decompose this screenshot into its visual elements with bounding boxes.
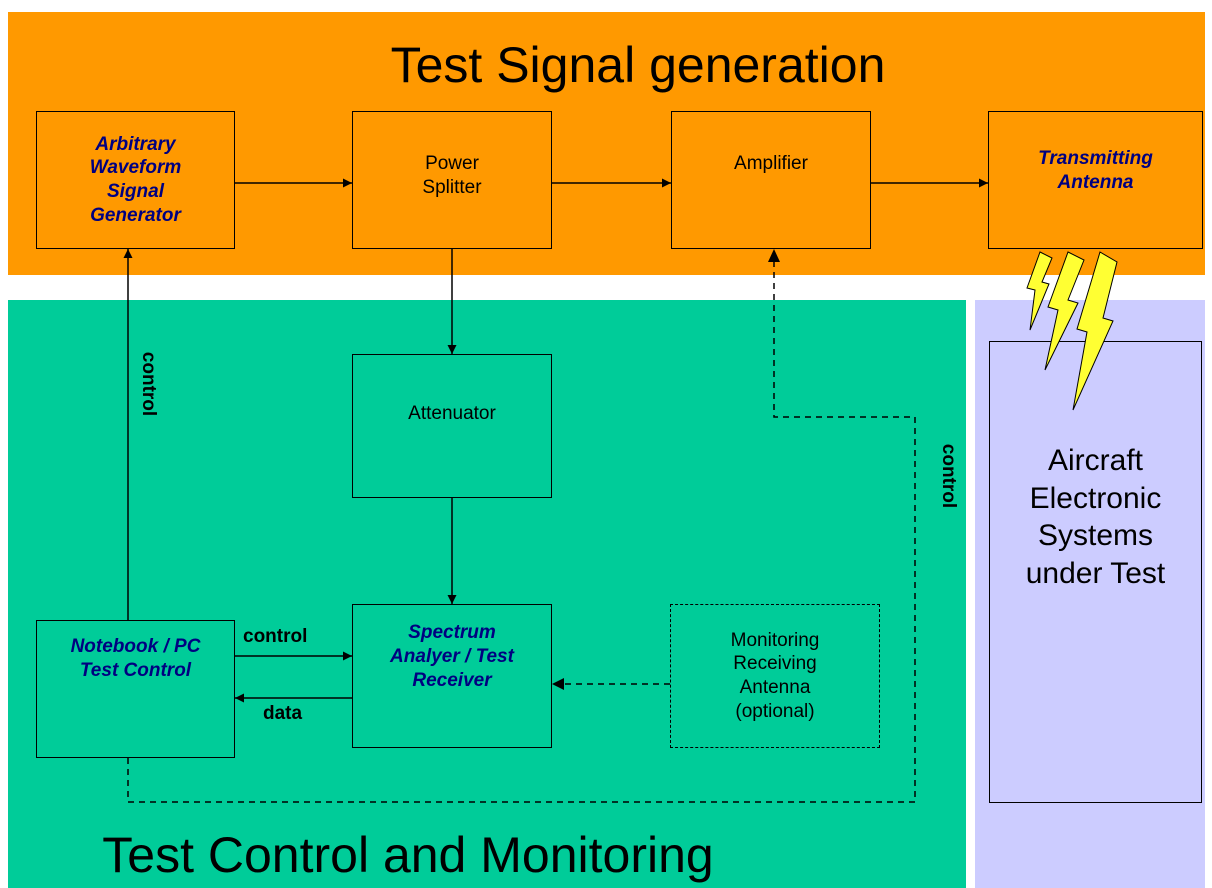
- analyzer-label-line: Spectrum: [408, 622, 496, 643]
- control-monitoring-title: Test Control and Monitoring: [102, 827, 714, 883]
- notebook-label-line: Notebook / PC: [70, 636, 201, 657]
- awg-label-line: Arbitrary: [95, 133, 176, 155]
- arbitrary-waveform-generator-box: Arbitrary Waveform Signal Generator: [36, 111, 235, 249]
- monitor-to-analyzer-arrowhead: [552, 678, 564, 690]
- notebook-pc-box: Notebook / PC Test Control: [36, 620, 235, 758]
- analyzer-label-line: Receiver: [412, 669, 492, 691]
- monitor-label-line: Receiving: [733, 653, 817, 675]
- splitter-label-line: Splitter: [422, 176, 482, 198]
- monitor-label-line: (optional): [735, 700, 815, 722]
- spectrum-analyzer-box: Spectrum Analyer / Test Receiver: [352, 604, 552, 748]
- monitor-label-line: Monitoring: [730, 629, 820, 651]
- amplifier-box: Amplifier: [671, 111, 871, 249]
- tx-antenna-label-line: Transmitting: [1038, 148, 1153, 169]
- attenuator-box: Attenuator: [352, 354, 552, 498]
- signal-generation-region: [8, 12, 1205, 275]
- aircraft-label-line: Electronic: [1029, 481, 1162, 515]
- power-splitter-box: Power Splitter: [352, 111, 552, 249]
- data-label: data: [263, 703, 303, 724]
- awg-label-line: Signal: [106, 181, 164, 202]
- awg-label-line: Generator: [90, 204, 181, 226]
- splitter-label-line: Power: [425, 153, 479, 174]
- control-label-horizontal: control: [243, 626, 308, 647]
- tx-antenna-label-line: Antenna: [1057, 171, 1134, 193]
- lightning-bolt-icon: [1026, 251, 1053, 331]
- aircraft-label-line: Aircraft: [1047, 444, 1143, 477]
- transmitting-antenna-box: Transmitting Antenna: [988, 111, 1203, 249]
- analyzer-label-line: Analyer / Test: [390, 645, 514, 667]
- amplifier-control-arrowhead: [768, 249, 780, 262]
- notebook-to-amplifier-dashed-control: [127, 262, 916, 803]
- notebook-label-line: Test Control: [79, 659, 192, 681]
- awg-label-line: Waveform: [89, 157, 182, 179]
- aircraft-label-line: Systems: [1037, 519, 1153, 552]
- monitor-label-line: Antenna: [739, 677, 811, 698]
- monitoring-antenna-box: Monitoring Receiving Antenna (optional): [670, 604, 880, 748]
- aircraft-region: [975, 300, 1205, 888]
- control-label-vertical-right: control: [938, 443, 959, 509]
- aircraft-label-line: under Test: [1025, 556, 1166, 590]
- lightning-bolt-icon: [1072, 251, 1118, 411]
- aircraft-systems-box: Aircraft Electronic Systems under Test: [989, 341, 1202, 803]
- control-label-vertical-left: control: [138, 351, 159, 417]
- control-monitoring-region: [8, 300, 966, 888]
- lightning-bolt-icon: [1044, 251, 1085, 371]
- attenuator-label: Attenuator: [408, 403, 496, 424]
- amplifier-label: Amplifier: [734, 153, 808, 174]
- signal-generation-title: Test Signal generation: [390, 37, 886, 93]
